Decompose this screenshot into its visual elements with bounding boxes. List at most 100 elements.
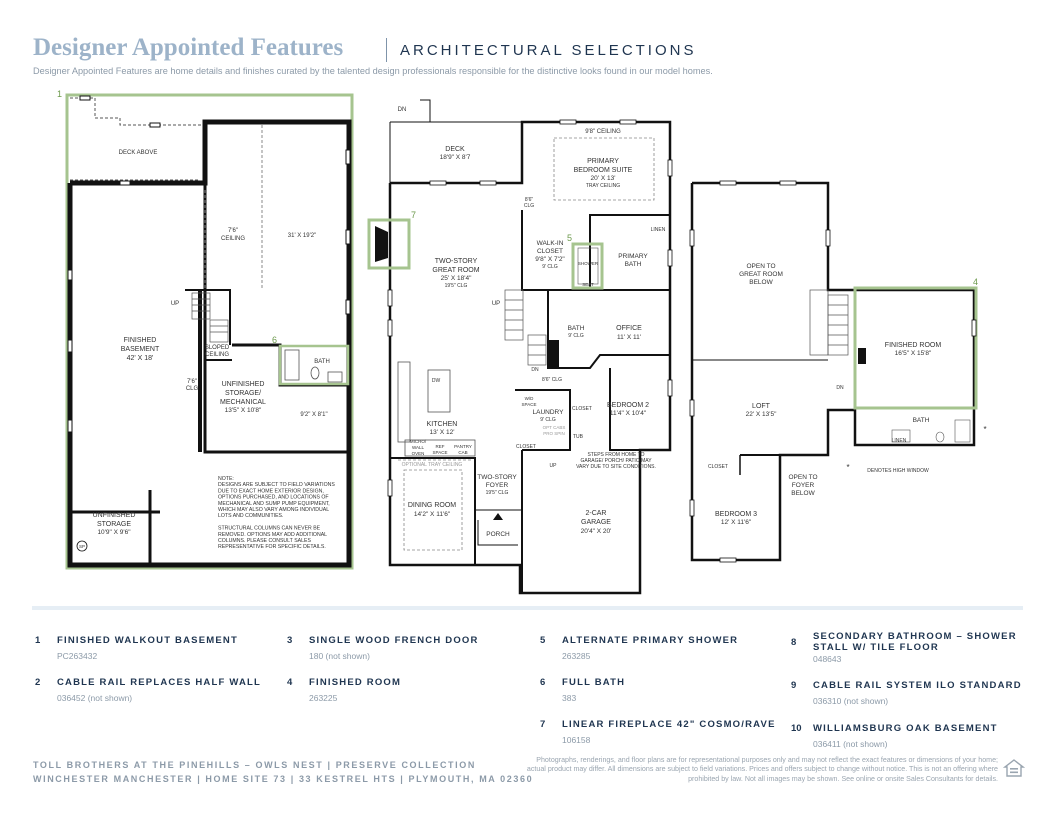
bath-label: BATH [568, 325, 585, 332]
floor-plans: 1 6 DECK ABOVE 7'6" CEILING 31' X 19'2" … [57, 89, 987, 595]
finished-room-label: FINISHED ROOM [885, 342, 942, 349]
primary-bath-label: BATH [625, 261, 642, 268]
wd-label: W/D [525, 396, 534, 401]
deck-above-label: DECK ABOVE [119, 150, 158, 156]
main-floor-plan: 7 5 DN DECK 18'9" X 8'7 9'8" CEILING PRI… [367, 99, 673, 595]
note-line: DESIGNS ARE SUBJECT TO FIELD VARIATIONS [218, 482, 335, 488]
basement-note: NOTE:DESIGNS ARE SUBJECT TO FIELD VARIAT… [218, 476, 335, 550]
primary-suite-label: PRIMARY [587, 158, 619, 165]
kitchen-dim: 13' X 12' [430, 429, 455, 436]
laundry-clg: 9' CLG [540, 417, 556, 423]
steps-note: STEPS FROM HOME TO [587, 452, 644, 458]
finished-basement-label: BASEMENT [121, 346, 160, 353]
basement-plan: 1 6 DECK ABOVE 7'6" CEILING 31' X 19'2" … [57, 89, 354, 570]
open-great-room-label: BELOW [749, 279, 773, 286]
note-line: REPRESENTATIVE FOR SPECIFIC DETAILS. [218, 544, 326, 550]
primary-suite-ceiling: TRAY CEILING [586, 183, 620, 189]
feature-code: 383 [562, 693, 577, 703]
feature-code: 180 (not shown) [309, 651, 370, 661]
feature-number: 2 [35, 677, 41, 688]
foyer-label: TWO-STORY [477, 474, 517, 481]
equal-housing-icon [1003, 759, 1025, 777]
finished-basement-label: FINISHED [124, 337, 157, 344]
ref-label: SPACE [433, 450, 448, 455]
note-line: LOTS AND COMMUNITIES. [218, 513, 283, 519]
primary-bath-label: PRIMARY [618, 253, 648, 260]
feature-code: 036310 (not shown) [813, 696, 889, 706]
feature-code: 263285 [562, 651, 591, 661]
note-line: OPTIONS PURCHASED, AND LOCATIONS OF [218, 495, 329, 501]
dining-room-label: DINING ROOM [408, 502, 456, 509]
finished-basement-dim: 42' X 18' [127, 355, 154, 362]
up-label: UP [171, 301, 179, 307]
feature-number: 3 [287, 635, 293, 646]
open-foyer-label: OPEN TO [788, 474, 817, 481]
note-line: DUE TO EXACT HOME EXTERIOR DESIGN, [218, 488, 324, 494]
note-line: WHICH MAY ALSO VARY AMONG INDIVIDUAL [218, 507, 329, 513]
bedroom2-label: BEDROOM 2 [607, 402, 649, 409]
micro-label: MICRO/ [410, 439, 427, 444]
walkin-closet-dim: 9'8" X 7'2" [535, 256, 565, 263]
bath-label: BATH [913, 417, 930, 424]
feature-name: CABLE RAIL SYSTEM ILO STANDARD [813, 680, 1022, 691]
feature-number: 4 [287, 677, 293, 688]
micro-label: OVEN [412, 451, 425, 456]
garage-dim: 20'4" X 20' [581, 528, 612, 535]
high-window-legend: DENOTES HIGH WINDOW [867, 468, 929, 474]
dn-label: DN [531, 367, 539, 373]
open-foyer-label: FOYER [792, 482, 815, 489]
clg-label: 8'6" [525, 197, 534, 203]
great-room-label: GREAT ROOM [432, 267, 479, 274]
note-line: REMOVED. OPTIONS MAY ADD ADDITIONAL [218, 532, 327, 538]
storage-label: UNFINISHED [222, 381, 265, 388]
feature-name: WILLIAMSBURG OAK BASEMENT [813, 723, 998, 734]
page-title: Designer Appointed Features [33, 34, 344, 61]
unfinished-storage-label: STORAGE [97, 521, 131, 528]
up-label: UP [492, 301, 500, 307]
loft-dim: 22' X 13'5" [746, 411, 778, 418]
feature-number: 7 [540, 719, 546, 730]
bedroom3-label: BEDROOM 3 [715, 511, 757, 518]
sump-pump-label: SP [79, 544, 85, 549]
feature-code: PC263432 [57, 651, 98, 661]
up-label: UP [550, 463, 558, 469]
ceiling-label: 7'6" [228, 228, 238, 234]
note-line: STRUCTURAL COLUMNS CAN NEVER BE [218, 526, 321, 532]
walkin-closet-label: WALK-IN [537, 240, 564, 247]
community-line: TOLL BROTHERS AT THE PINEHILLS – OWLS NE… [33, 760, 476, 770]
feature-name: ALTERNATE PRIMARY SHOWER [562, 635, 739, 646]
loft-label: LOFT [752, 403, 771, 410]
clg-label: CLG [186, 386, 199, 392]
marker-1: 1 [57, 89, 62, 99]
sloped-ceiling-label: CEILING [205, 352, 229, 358]
opt-cabs-label: PRO SPIN [543, 431, 565, 436]
finished-room-dim: 16'5" X 15'8" [895, 350, 932, 357]
primary-suite-dim: 20' X 13' [591, 175, 616, 182]
sloped-ceiling-label: SLOPED [205, 345, 230, 351]
bath-dim: 9'2" X 8'1" [300, 412, 327, 418]
opt-cabs-label: OPT CABS [543, 425, 566, 430]
section-divider [32, 606, 1023, 610]
bath-label: BATH [314, 359, 330, 365]
feature-name: SINGLE WOOD FRENCH DOOR [309, 635, 479, 646]
office-dim: 11' X 11' [617, 334, 641, 341]
open-great-room-label: OPEN TO [746, 263, 775, 270]
tray-ceiling-label: OPTIONAL TRAY CEILING [402, 462, 463, 468]
bedroom3-dim: 12' X 11'6" [721, 519, 752, 526]
marker-4: 4 [973, 277, 978, 287]
basement-highlight [65, 93, 354, 570]
linen-label: LINEN [892, 438, 907, 444]
page-subtitle: ARCHITECTURAL SELECTIONS [400, 42, 697, 59]
steps-note: GARAGE/ PORCH/ PATIO MAY [580, 458, 652, 464]
clg-label: 7'6" [187, 379, 197, 385]
pantry-label: CAB [458, 450, 467, 455]
feature-name: CABLE RAIL REPLACES HALF WALL [57, 677, 262, 688]
feature-name: LINEAR FIREPLACE 42" COSMO/RAVE [562, 719, 776, 730]
marker-7: 7 [411, 210, 416, 220]
marker-5: 5 [567, 233, 572, 243]
kitchen-label: KITCHEN [427, 421, 458, 428]
walkin-closet-clg: 9' CLG [542, 264, 558, 270]
marker-6: 6 [272, 335, 277, 345]
foyer-clg: 19'5" CLG [486, 490, 509, 496]
feature-code: 106158 [562, 735, 591, 745]
